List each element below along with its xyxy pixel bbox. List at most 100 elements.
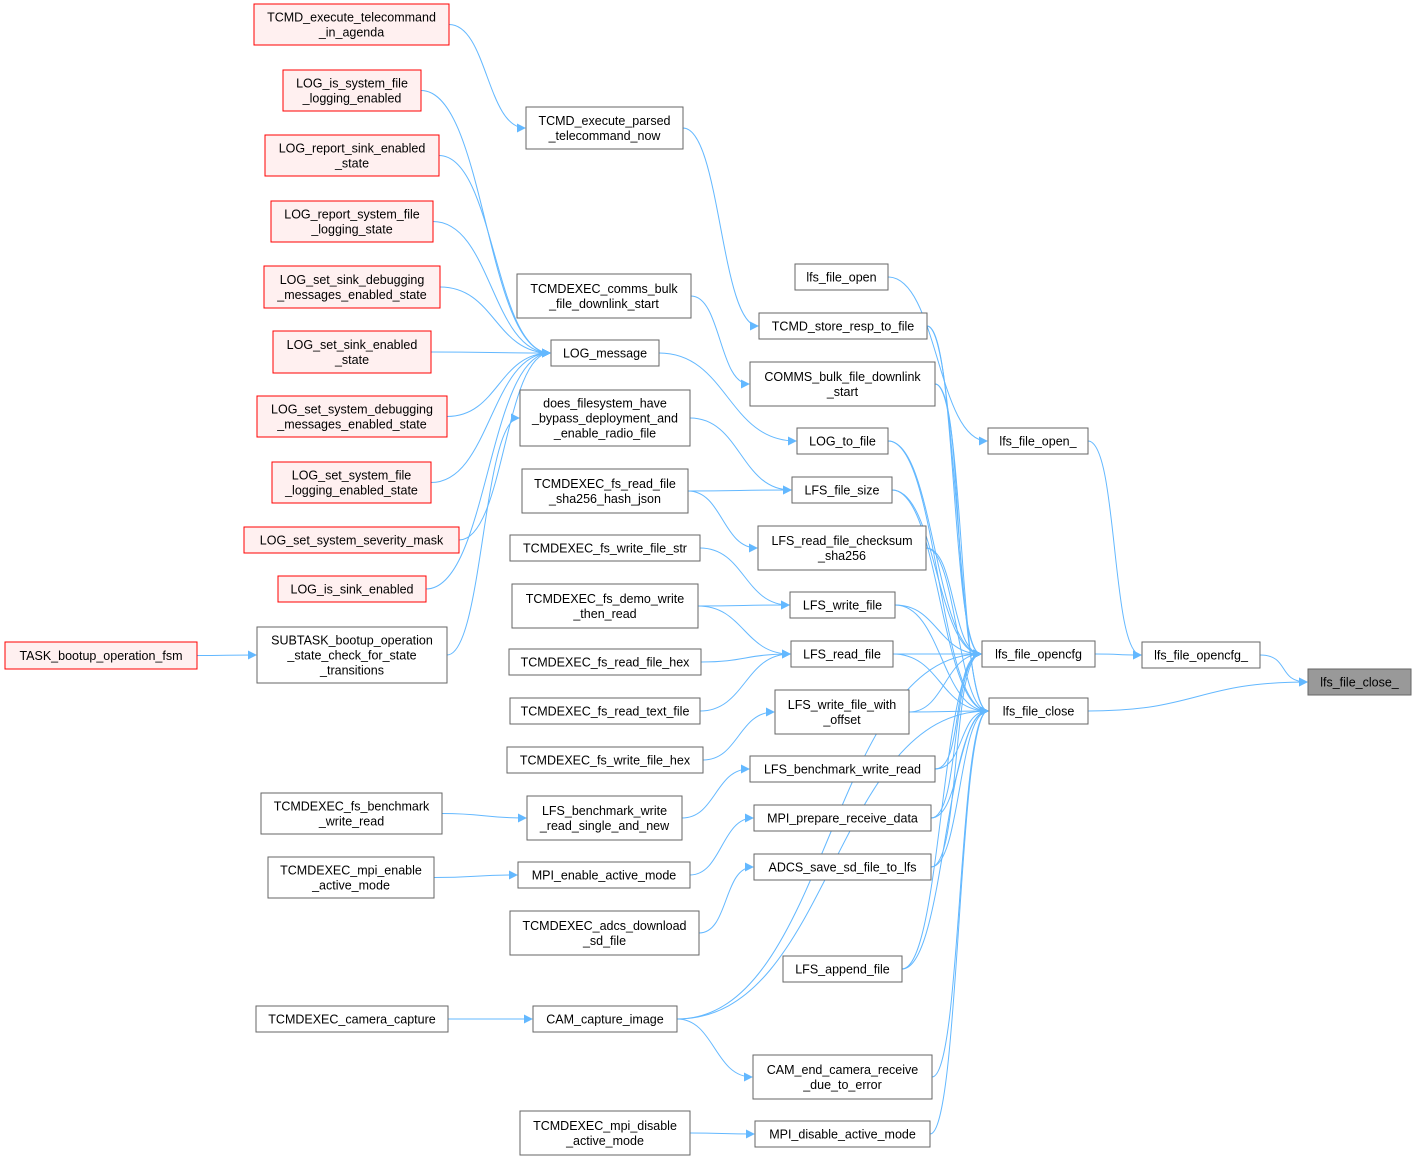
edge-lfs_read_file-to-lfs_file_close (892, 653, 989, 716)
node-mpi-enable[interactable]: MPI_enable_active_mode (517, 861, 691, 889)
node-tcmdexec-sha[interactable]: TCMDEXEC_fs_read_file_sha256_hash_json (521, 468, 689, 514)
edge-tcmdexec_mpi_enable-to-mpi_enable (433, 870, 518, 880)
node-tcmdexec-mpi-disable[interactable]: TCMDEXEC_mpi_disable_active_mode (519, 1110, 691, 1156)
node-label: TASK_bootup_operation_fsm (19, 649, 182, 663)
node-box (506, 746, 704, 774)
node-tcmdexec-comms-bulk[interactable]: TCMDEXEC_comms_bulk_file_downlink_start (516, 273, 692, 319)
node-box (509, 910, 700, 956)
node-log-report-system[interactable]: LOG_report_system_file_logging_state (270, 200, 434, 243)
node-log-is-system-file[interactable]: LOG_is_system_file_logging_enabled (282, 69, 422, 112)
node-box (256, 626, 448, 684)
node-box (526, 795, 683, 841)
node-box (508, 648, 702, 676)
node-does-fs[interactable]: does_filesystem_have_bypass_deployment_a… (519, 389, 691, 447)
node-tcmd-exec-agenda[interactable]: TCMD_execute_telecommand_in_agenda (253, 3, 450, 46)
edge-lfs_file_open_-to-lfs_file_opencfg_ (1087, 440, 1142, 660)
node-tcmdexec-mpi-enable[interactable]: TCMDEXEC_mpi_enable_active_mode (267, 856, 435, 899)
node-label: _bypass_deployment_and (531, 412, 678, 426)
node-box (519, 1110, 691, 1156)
node-tcmd-store[interactable]: TCMD_store_resp_to_file (758, 312, 928, 340)
node-box (791, 476, 893, 504)
node-label: _sha256_hash_json (548, 492, 661, 506)
node-lfs-file-close[interactable]: lfs_file_close (988, 697, 1089, 725)
edge-lfs_file_close-to-lfs_file_close_ (1087, 677, 1308, 712)
node-cam-end[interactable]: CAM_end_camera_receive_due_to_error (752, 1054, 933, 1100)
node-lfs-read-file[interactable]: LFS_read_file (790, 640, 894, 668)
edge-lfs_file_size-to-lfs_file_opencfg (891, 489, 982, 659)
node-lfs-bench-single[interactable]: LFS_benchmark_write_read_single_and_new (526, 795, 683, 841)
node-tcmdexec-camera[interactable]: TCMDEXEC_camera_capture (255, 1005, 449, 1033)
node-lfs-file-open-[interactable]: lfs_file_open_ (987, 427, 1089, 455)
node-log-set-system-file[interactable]: LOG_set_system_file_logging_enabled_stat… (271, 461, 432, 504)
node-log-message[interactable]: LOG_message (550, 339, 660, 367)
node-box (794, 263, 889, 291)
node-label: CAM_capture_image (546, 1013, 663, 1027)
edge-adcs_save-to-lfs_file_close (930, 706, 989, 868)
node-lfs-file-open[interactable]: lfs_file_open (794, 263, 889, 291)
node-lfs-read-checksum[interactable]: LFS_read_file_checksum_sha256 (757, 525, 927, 571)
node-box (516, 273, 692, 319)
node-label: TCMDEXEC_fs_write_file_str (523, 542, 687, 556)
edge-tcmdexec_adcs-to-adcs_save (698, 862, 754, 934)
node-label: lfs_file_close_ (1320, 676, 1400, 690)
node-mpi-prepare[interactable]: MPI_prepare_receive_data (753, 804, 932, 832)
node-log-set-severity[interactable]: LOG_set_system_severity_mask (243, 526, 460, 554)
node-log-to-file[interactable]: LOG_to_file (796, 427, 889, 455)
node-tcmdexec-bench[interactable]: TCMDEXEC_fs_benchmark_write_read (260, 792, 443, 835)
node-lfs-file-close-[interactable]: lfs_file_close_ (1307, 668, 1412, 696)
node-box (517, 861, 691, 889)
node-label: lfs_file_open (806, 271, 876, 285)
node-tcmdexec-adcs[interactable]: TCMDEXEC_adcs_download_sd_file (509, 910, 700, 956)
edge-log_set_system_file-to-log_message (430, 348, 551, 483)
node-cam-capture[interactable]: CAM_capture_image (532, 1005, 678, 1033)
node-log-is-sink[interactable]: LOG_is_sink_enabled (277, 575, 427, 603)
node-tcmdexec-write-str[interactable]: TCMDEXEC_fs_write_file_str (509, 534, 701, 562)
node-label: TCMDEXEC_fs_benchmark (274, 800, 430, 814)
node-label: _logging_state (310, 223, 392, 237)
node-label: TCMDEXEC_camera_capture (268, 1013, 435, 1027)
node-box (749, 361, 936, 407)
node-subtask-bootup[interactable]: SUBTASK_bootup_operation_state_check_for… (256, 626, 448, 684)
node-tcmdexec-read-text[interactable]: TCMDEXEC_fs_read_text_file (509, 697, 701, 725)
edge-lfs_write_file-to-lfs_file_close (894, 604, 989, 716)
node-mpi-disable[interactable]: MPI_disable_active_mode (754, 1120, 931, 1148)
edge-log_report_sink-to-log_message (438, 155, 551, 358)
node-comms-bulk[interactable]: COMMS_bulk_file_downlink_start (749, 361, 936, 407)
node-tcmdexec-write-hex[interactable]: TCMDEXEC_fs_write_file_hex (506, 746, 704, 774)
node-log-set-system-debug[interactable]: LOG_set_system_debugging_messages_enable… (256, 395, 448, 438)
node-box (264, 134, 440, 177)
edge-tcmdexec_demo-to-lfs_read_file (697, 605, 791, 659)
node-label: LFS_benchmark_write (542, 804, 667, 818)
edge-tcmdexec_write_hex-to-lfs_write_offset (702, 707, 775, 761)
node-label: lfs_file_opencfg (995, 648, 1082, 662)
node-log-set-sink-debug[interactable]: LOG_set_sink_debugging_messages_enabled_… (263, 265, 441, 309)
edge-tcmdexec_bench-to-lfs_bench_single (441, 813, 527, 823)
node-label: _file_downlink_start (548, 297, 659, 311)
node-box (753, 853, 932, 881)
node-tcmdexec-read-hex[interactable]: TCMDEXEC_fs_read_file_hex (508, 648, 702, 676)
node-task-bootup[interactable]: TASK_bootup_operation_fsm (4, 641, 198, 670)
node-tcmd-exec-parsed[interactable]: TCMD_execute_parsed_telecommand_now (525, 106, 684, 150)
node-label: _read_single_and_new (539, 819, 670, 833)
edge-tcmdexec_sha-to-lfs_read_checksum (687, 490, 758, 553)
node-log-set-sink-enabled[interactable]: LOG_set_sink_enabled_state (272, 330, 432, 374)
node-label: LOG_set_system_debugging (271, 403, 433, 417)
node-lfs-write-offset[interactable]: LFS_write_file_with_offset (774, 689, 910, 735)
node-lfs-append[interactable]: LFS_append_file (782, 955, 903, 983)
edge-lfs_file_opencfg_-to-lfs_file_close_ (1259, 654, 1308, 687)
node-label: TCMDEXEC_fs_read_text_file (521, 705, 690, 719)
node-label: LFS_file_size (804, 484, 879, 498)
node-lfs-file-size[interactable]: LFS_file_size (791, 476, 893, 504)
node-label: LOG_report_sink_enabled (279, 142, 426, 156)
node-lfs-file-opencfg-[interactable]: lfs_file_opencfg_ (1141, 641, 1261, 669)
node-label: TCMDEXEC_fs_demo_write (526, 592, 684, 606)
node-box (509, 697, 701, 725)
node-log-report-sink[interactable]: LOG_report_sink_enabled_state (264, 134, 440, 177)
node-box (749, 755, 936, 783)
node-lfs-write-file[interactable]: LFS_write_file (789, 591, 896, 619)
node-tcmdexec-demo[interactable]: TCMDEXEC_fs_demo_write_then_read (511, 583, 699, 629)
node-lfs-file-opencfg[interactable]: lfs_file_opencfg (981, 640, 1096, 668)
node-lfs-bench[interactable]: LFS_benchmark_write_read (749, 755, 936, 783)
node-label: LFS_read_file_checksum (771, 534, 912, 548)
node-adcs-save[interactable]: ADCS_save_sd_file_to_lfs (753, 853, 932, 881)
